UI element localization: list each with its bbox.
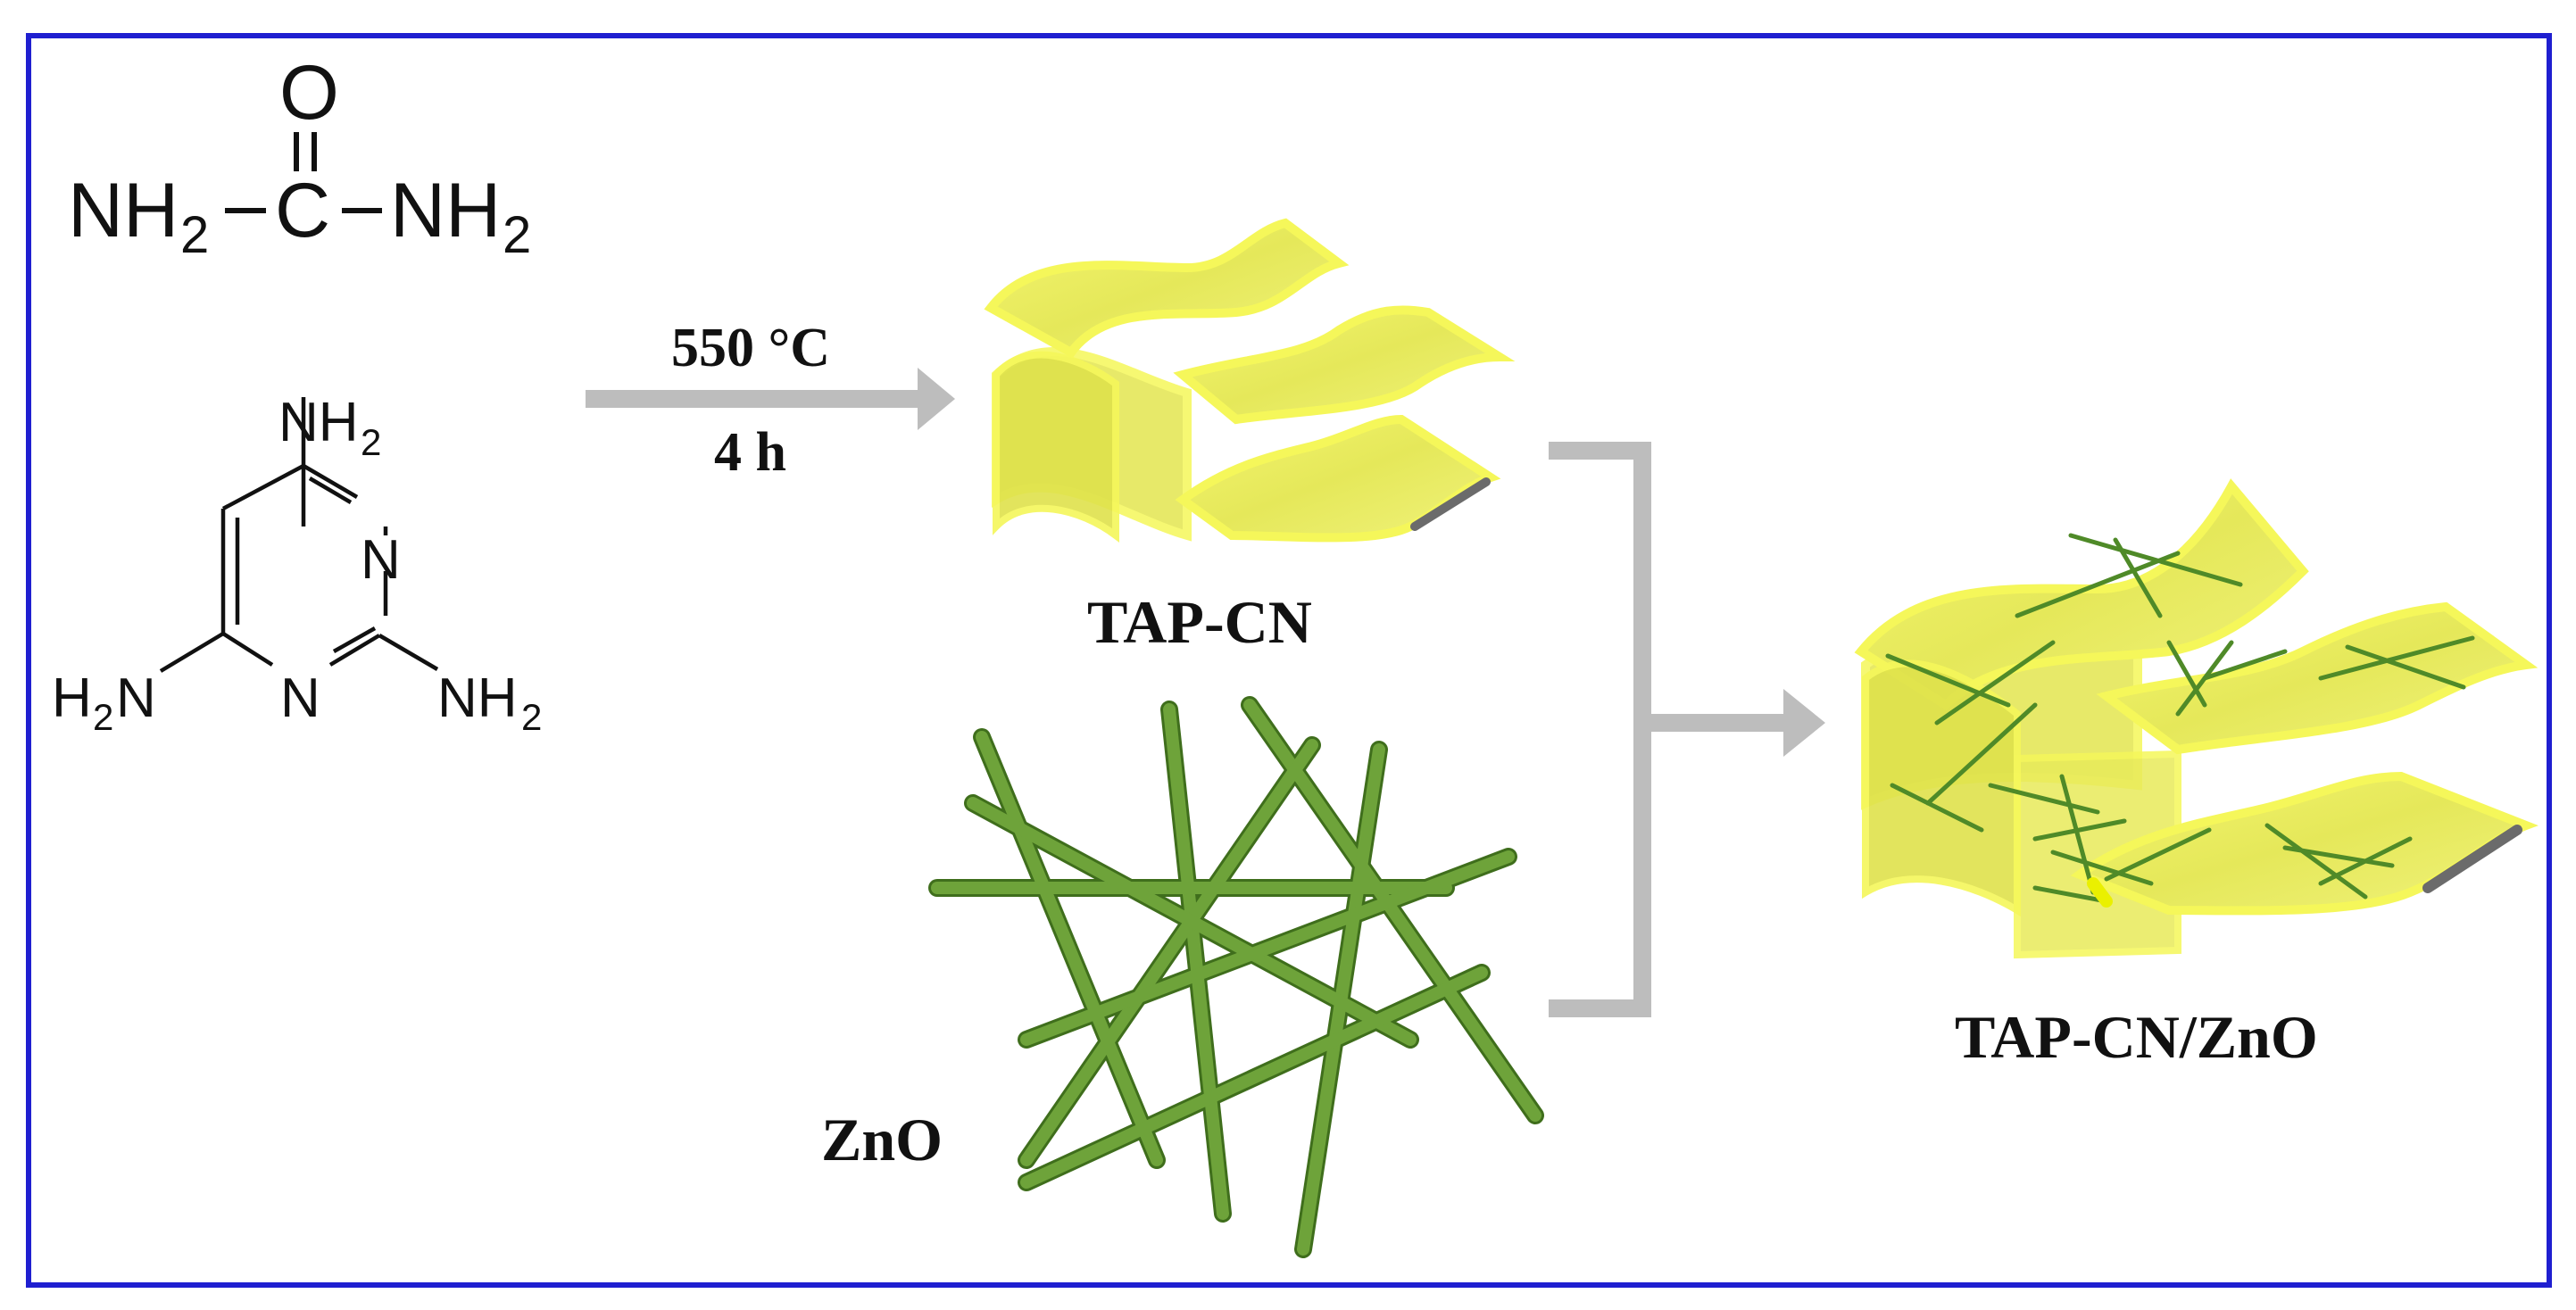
combine-bracket bbox=[1549, 442, 1785, 1017]
tap-left-amine-h: H bbox=[52, 667, 92, 729]
reaction-arrow bbox=[586, 368, 955, 430]
urea-right-amine: NH bbox=[390, 168, 501, 253]
tap-ring-nitrogen-lower: N bbox=[280, 667, 320, 729]
tap-top-sub: 2 bbox=[361, 421, 381, 463]
urea-oxygen: O bbox=[279, 50, 339, 136]
urea-left-amine: NH bbox=[68, 168, 179, 253]
reaction-time: 4 h bbox=[714, 422, 786, 483]
tap-left-amine-n: N bbox=[116, 667, 156, 729]
label-tap-cn: TAP-CN bbox=[1087, 588, 1312, 656]
triaminopyrimidine-molecule: NH 2 N N H 2 N NH 2 bbox=[52, 392, 542, 738]
urea-right-sub: 2 bbox=[503, 206, 531, 264]
urea-carbon: C bbox=[275, 168, 330, 253]
urea-left-sub: 2 bbox=[180, 206, 209, 264]
reaction-temperature: 550 °C bbox=[671, 318, 830, 378]
outer-frame bbox=[26, 33, 2552, 1288]
urea-molecule: O NH 2 C NH 2 bbox=[68, 50, 531, 264]
tap-left-amine-sub: 2 bbox=[93, 696, 113, 738]
zno-rods-icon bbox=[928, 696, 1544, 1258]
combine-arrow-head bbox=[1783, 689, 1825, 757]
tap-ring-nitrogen-upper: N bbox=[361, 529, 401, 591]
tap-top-amine: NH bbox=[278, 392, 359, 453]
label-zno: ZnO bbox=[821, 1106, 943, 1173]
tap-cn-sheets-icon bbox=[984, 218, 1516, 543]
composite-sheets-icon bbox=[1854, 478, 2539, 959]
tap-right-sub: 2 bbox=[521, 696, 542, 738]
tap-right-amine: NH bbox=[437, 667, 518, 729]
label-tap-cn-zno: TAP-CN/ZnO bbox=[1955, 1003, 2318, 1071]
